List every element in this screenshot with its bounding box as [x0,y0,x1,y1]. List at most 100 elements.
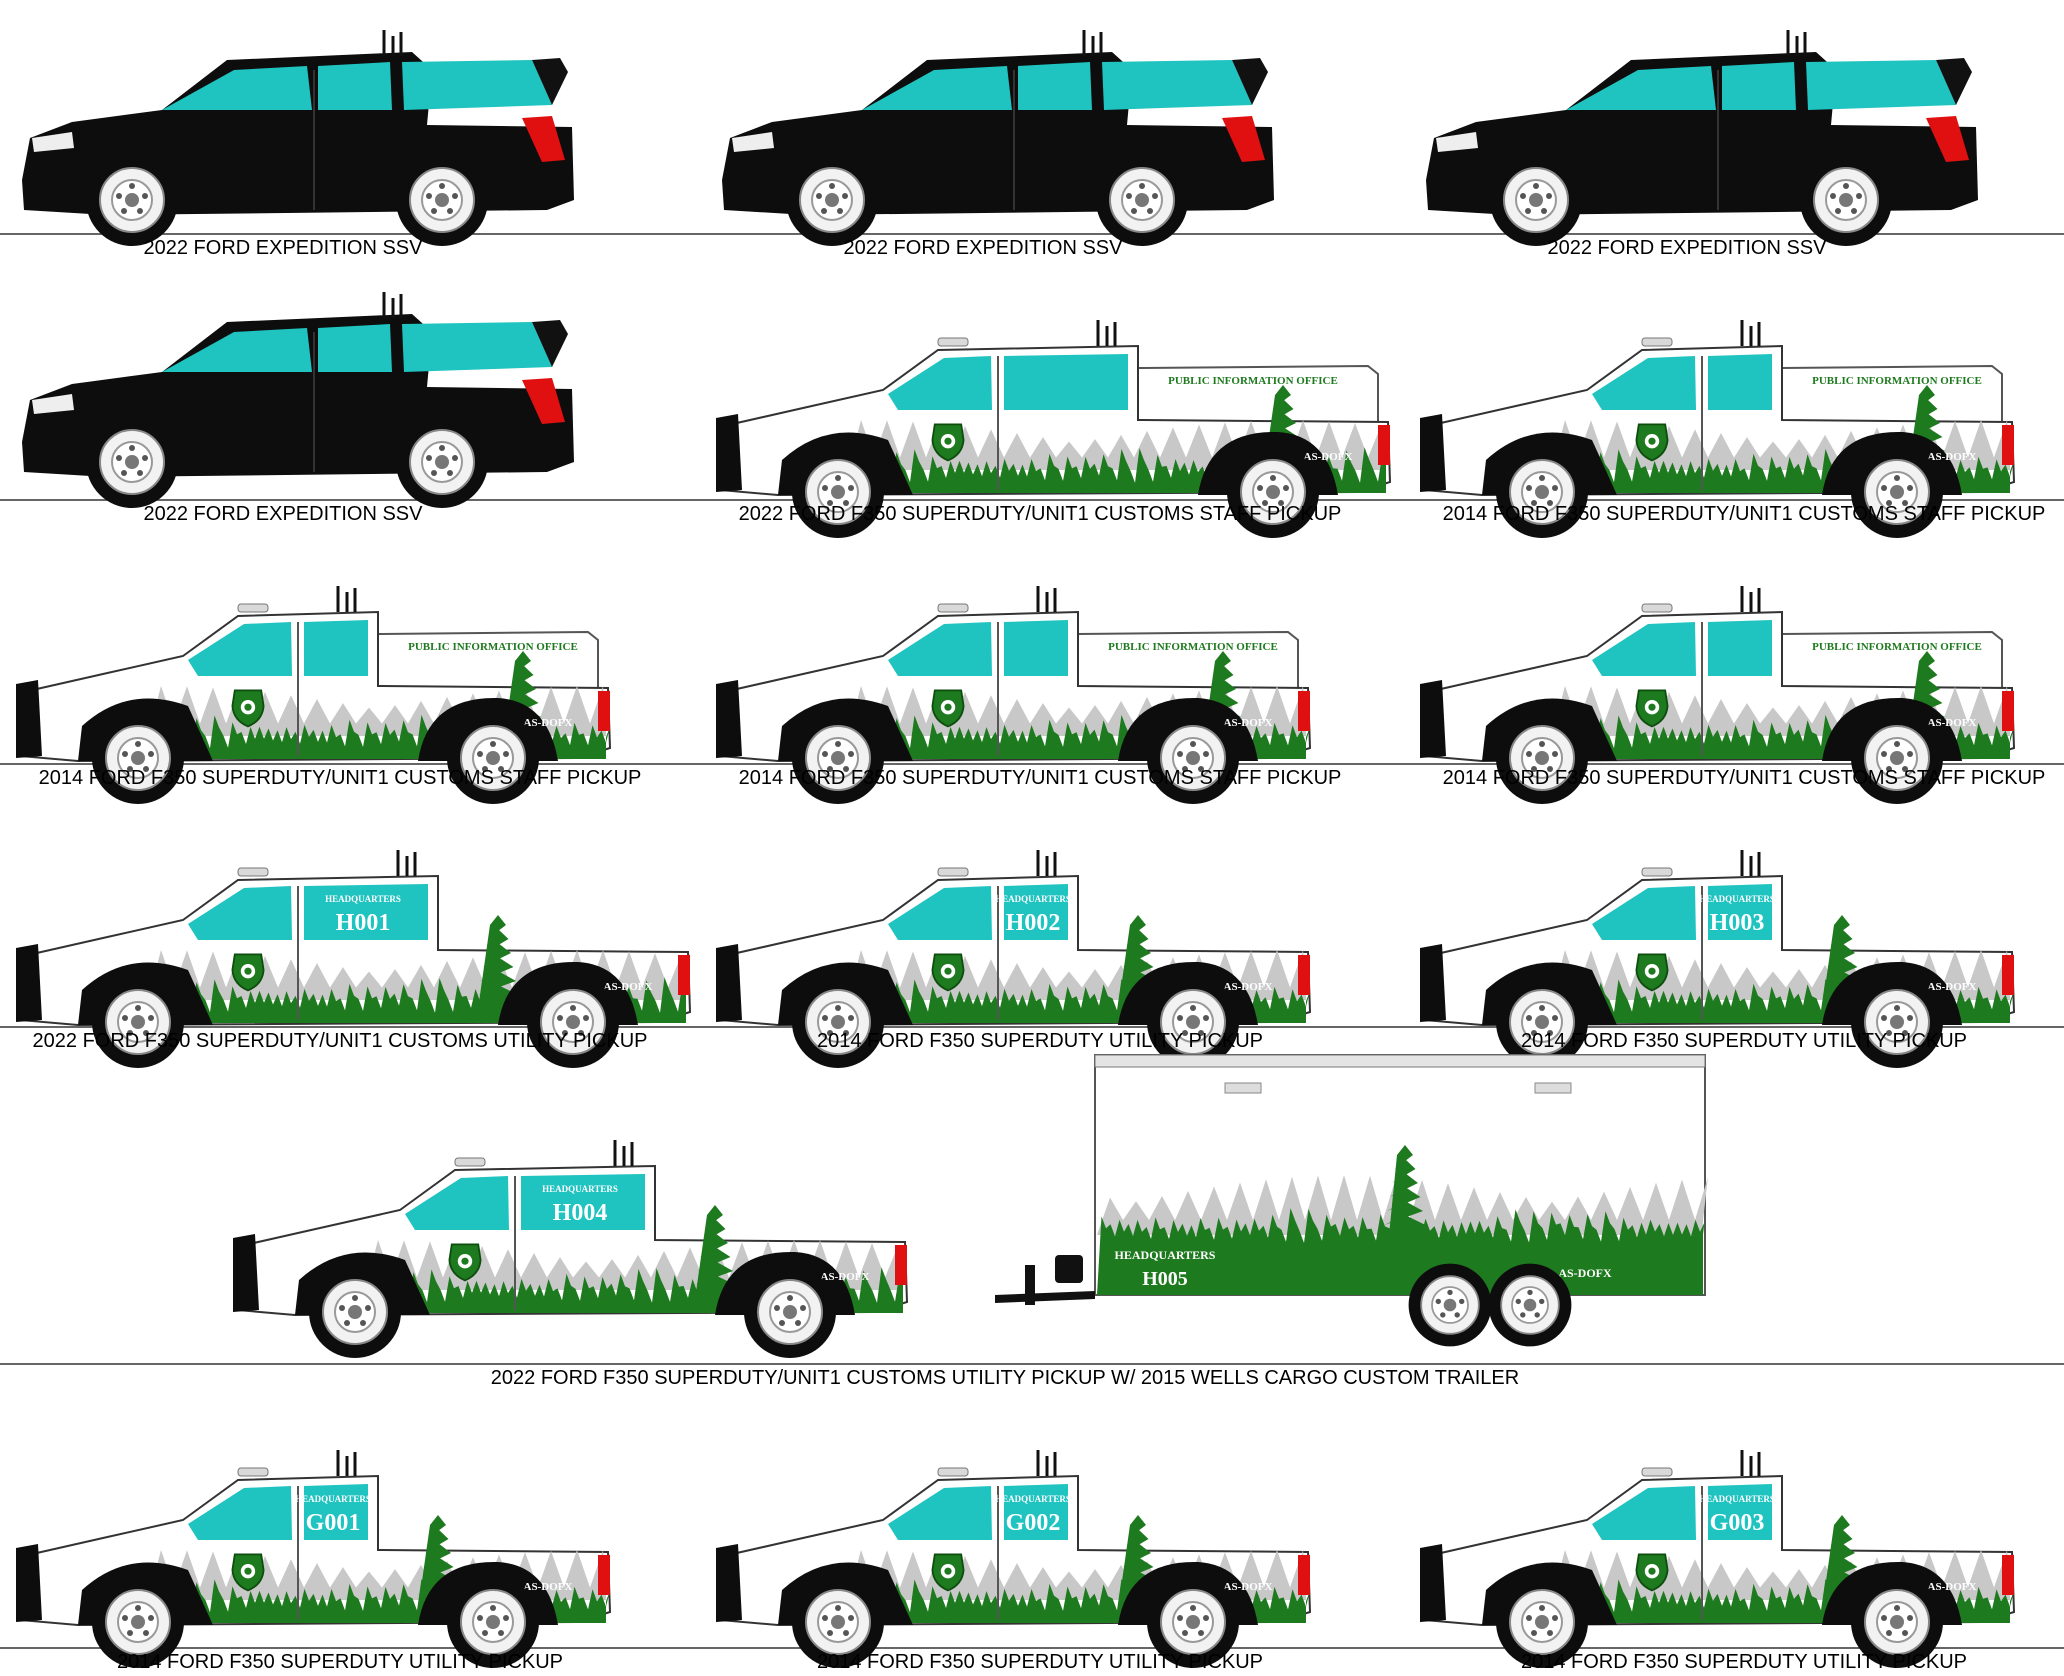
pickup-drawing: PUBLIC INFORMATION OFFICE AS-DOFX [716,318,1392,539]
vehicle-entry: 2022 FORD EXPEDITION SSV [1426,28,1978,259]
cargo-window [1806,60,1956,110]
vehicle-caption: 2022 FORD F350 SUPERDUTY/UNIT1 CUSTOMS S… [739,503,1342,525]
tail-light [895,1245,907,1285]
division-decal: HEADQUARTERS [295,1494,371,1504]
rear-pillar [532,58,568,105]
cap-office-decal: PUBLIC INFORMATION OFFICE [1168,375,1338,387]
unit-number-decal: H003 [1710,910,1765,936]
rear-door-window [1708,620,1772,676]
tail-light [1298,1555,1310,1595]
division-decal: HEADQUARTERS [325,894,401,904]
unit-panel [308,890,418,938]
suv-drawing [1426,28,1978,247]
front-window [188,622,292,676]
trailer-tongue [995,1291,1095,1303]
grille-guard [16,944,42,1022]
rear-wheel [1850,711,1944,805]
antenna-icon [1786,28,1807,58]
antenna-icon [1036,584,1057,614]
grille-guard [1420,944,1446,1022]
division-decal: HEADQUARTERS [1699,1494,1775,1504]
front-window [888,622,992,676]
front-window [888,356,992,410]
unit-panel [1712,890,1762,938]
antenna-icon [1740,848,1761,878]
rear-wheel [1146,711,1240,805]
trailer-agency-decal: AS-DOFX [1558,1266,1612,1280]
cap-office-decal: PUBLIC INFORMATION OFFICE [1812,641,1982,653]
grille-guard [716,1544,742,1622]
vehicle-entry: 2022 FORD EXPEDITION SSV [22,28,574,259]
roof-vent [1224,1082,1262,1094]
grille-guard [716,680,742,758]
front-window [162,328,312,372]
unit-panel [1712,1490,1762,1538]
tail-light [1222,116,1265,162]
vehicle-caption: 2022 FORD EXPEDITION SSV [844,237,1124,259]
tail-light [1926,116,1969,162]
agency-decal: AS-DOFX [524,1581,573,1593]
antenna-icon [336,1448,357,1478]
grille-guard [16,680,42,758]
headlight [732,132,774,152]
rear-wheel [743,1265,837,1359]
vehicle-caption: 2014 FORD F350 SUPERDUTY/UNIT1 CUSTOMS S… [739,767,1342,789]
vehicle-caption: 2022 FORD F350 SUPERDUTY/UNIT1 CUSTOMS U… [491,1367,1519,1389]
unit-panel [1008,890,1058,938]
cap-office-decal: PUBLIC INFORMATION OFFICE [1812,375,1982,387]
antenna-icon [1036,848,1057,878]
tail-light [1298,955,1310,995]
lightbar-icon [237,867,269,877]
antenna-icon [1096,318,1117,348]
antenna-icon [1740,584,1761,614]
headlight [32,132,74,152]
rear-wheel [395,415,489,509]
rear-door-window [318,324,392,372]
front-window [162,66,312,110]
grille-guard [1420,414,1446,492]
suv-drawing [722,28,1274,247]
agency-decal: AS-DOFX [1224,717,1273,729]
division-decal: HEADQUARTERS [1699,894,1775,904]
front-wheel [85,415,179,509]
cargo-window [1102,60,1252,110]
vehicle-caption: 2014 FORD F350 SUPERDUTY UTILITY PICKUP [1521,1651,1967,1673]
rear-door-window [1708,354,1772,410]
vehicle-caption: 2014 FORD F350 SUPERDUTY/UNIT1 CUSTOMS S… [1443,503,2046,525]
front-window [888,886,992,940]
antenna-icon [396,848,417,878]
rear-pillar [532,320,568,367]
tail-light [2002,955,2014,995]
rear-wheel [446,711,540,805]
front-wheel [791,711,885,805]
front-wheel [791,975,885,1069]
vehicle-caption: 2022 FORD EXPEDITION SSV [1548,237,1828,259]
roof-vent [1534,1082,1572,1094]
front-window [1592,1486,1696,1540]
vehicle-caption: 2022 FORD EXPEDITION SSV [144,503,424,525]
vehicle-caption: 2014 FORD F350 SUPERDUTY UTILITY PICKUP [817,1651,1263,1673]
rear-door-window [1722,62,1796,110]
unit-number-decal: H002 [1006,910,1061,936]
grille-guard [716,414,742,492]
rear-wheel [1799,153,1893,247]
front-wheel [85,153,179,247]
agency-decal: AS-DOFX [1304,451,1353,463]
lightbar-icon [937,337,969,347]
tree-icon [1383,1145,1427,1295]
suv-drawing [22,28,574,247]
